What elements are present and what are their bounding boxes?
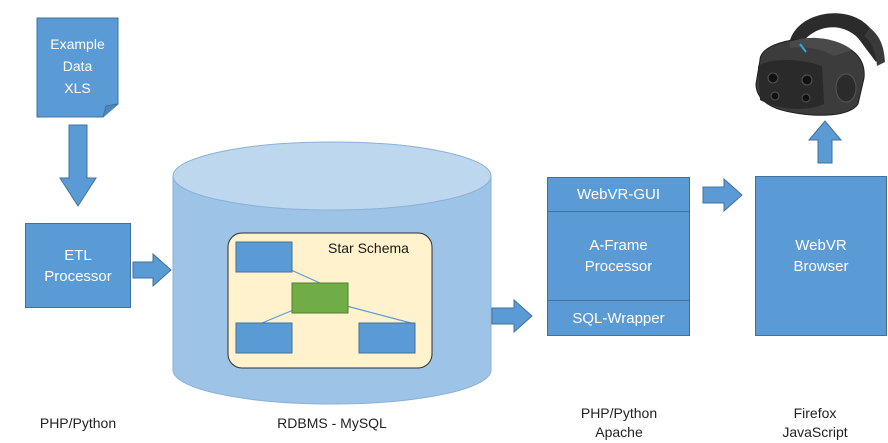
document-fold [102, 103, 119, 118]
etl-processor-box: ETL Processor [25, 223, 131, 308]
webvr-browser-box: WebVR Browser [755, 176, 887, 336]
dimension-table-bottom-right [358, 322, 416, 354]
browser-caption: Firefox JavaScript [782, 405, 848, 440]
a-frame-processor-box: A-Frame Processor [547, 211, 690, 301]
webvr-gui-box: WebVR-GUI [547, 177, 690, 212]
star-schema-label: Star Schema [328, 240, 409, 256]
arrow-etl-to-db [132, 252, 172, 288]
server-caption: PHP/Python Apache [580, 405, 658, 440]
example-data-xls-label: Example Data XLS [50, 35, 105, 96]
etl-caption: PHP/Python [39, 415, 117, 431]
vr-headset-icon [755, 13, 885, 116]
arrow-doc-to-etl [59, 124, 97, 207]
fact-table [291, 282, 349, 314]
sql-wrapper-box: SQL-Wrapper [547, 300, 690, 336]
dimension-table-top-left [235, 241, 293, 273]
arrow-db-to-server [491, 298, 533, 334]
arrow-server-to-browser [702, 177, 743, 213]
dimension-table-bottom-left [235, 322, 293, 354]
arrow-browser-to-headset [807, 120, 843, 164]
database-caption: RDBMS - MySQL [277, 415, 387, 431]
